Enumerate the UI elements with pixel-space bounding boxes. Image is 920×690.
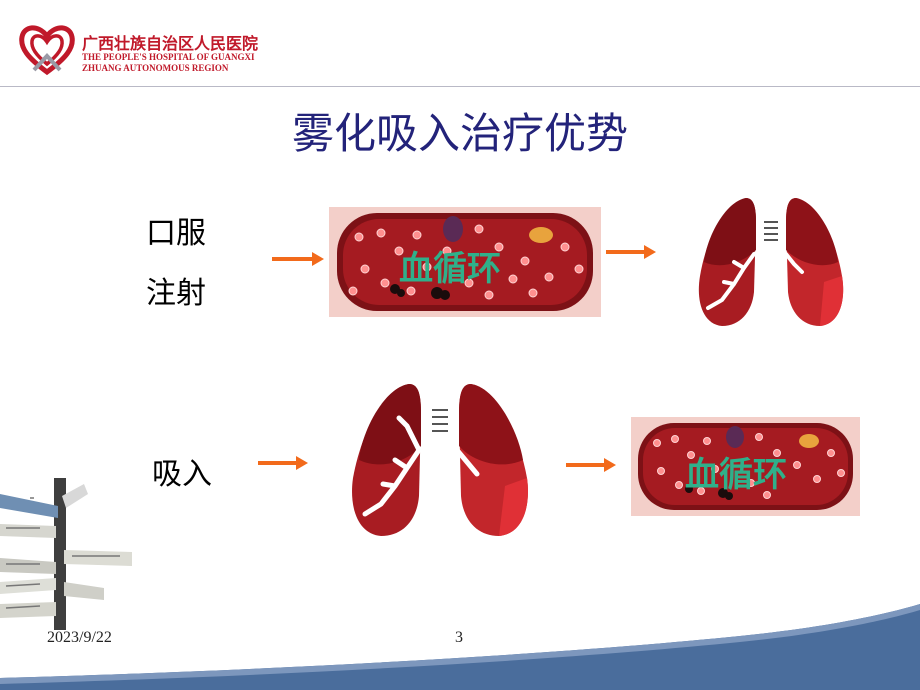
hospital-name-cn: 广西壮族自治区人民医院 <box>82 34 259 53</box>
hospital-name-en-line1: THE PEOPLE'S HOSPITAL OF GUANGXI <box>82 52 255 62</box>
footer-page-number: 3 <box>455 629 463 646</box>
footer-date: 2023/9/22 <box>47 629 112 646</box>
arrow-right-icon <box>566 458 616 472</box>
label-oral: 口服 <box>146 216 206 251</box>
blood-vessel-icon: 血循环 <box>631 417 860 516</box>
label-inhalation: 吸入 <box>152 457 212 492</box>
arrow-right-icon <box>606 245 656 259</box>
slide-title: 雾化吸入治疗优势 <box>291 109 628 158</box>
vessel-label-bottom: 血循环 <box>685 455 787 495</box>
lungs-icon <box>352 384 528 536</box>
vessel-label-top: 血循环 <box>399 249 501 289</box>
hospital-name-en-line2: ZHUANG AUTONOMOUS REGION <box>82 63 229 73</box>
hospital-logo-icon <box>19 25 75 76</box>
label-injection: 注射 <box>146 276 206 311</box>
lungs-icon <box>698 198 844 326</box>
footer-band <box>0 604 920 690</box>
arrow-right-icon <box>258 456 308 470</box>
signpost-icon <box>0 478 132 630</box>
arrow-right-icon <box>272 252 324 266</box>
blood-vessel-icon: 血循环 <box>329 207 601 317</box>
header-divider <box>0 86 920 87</box>
